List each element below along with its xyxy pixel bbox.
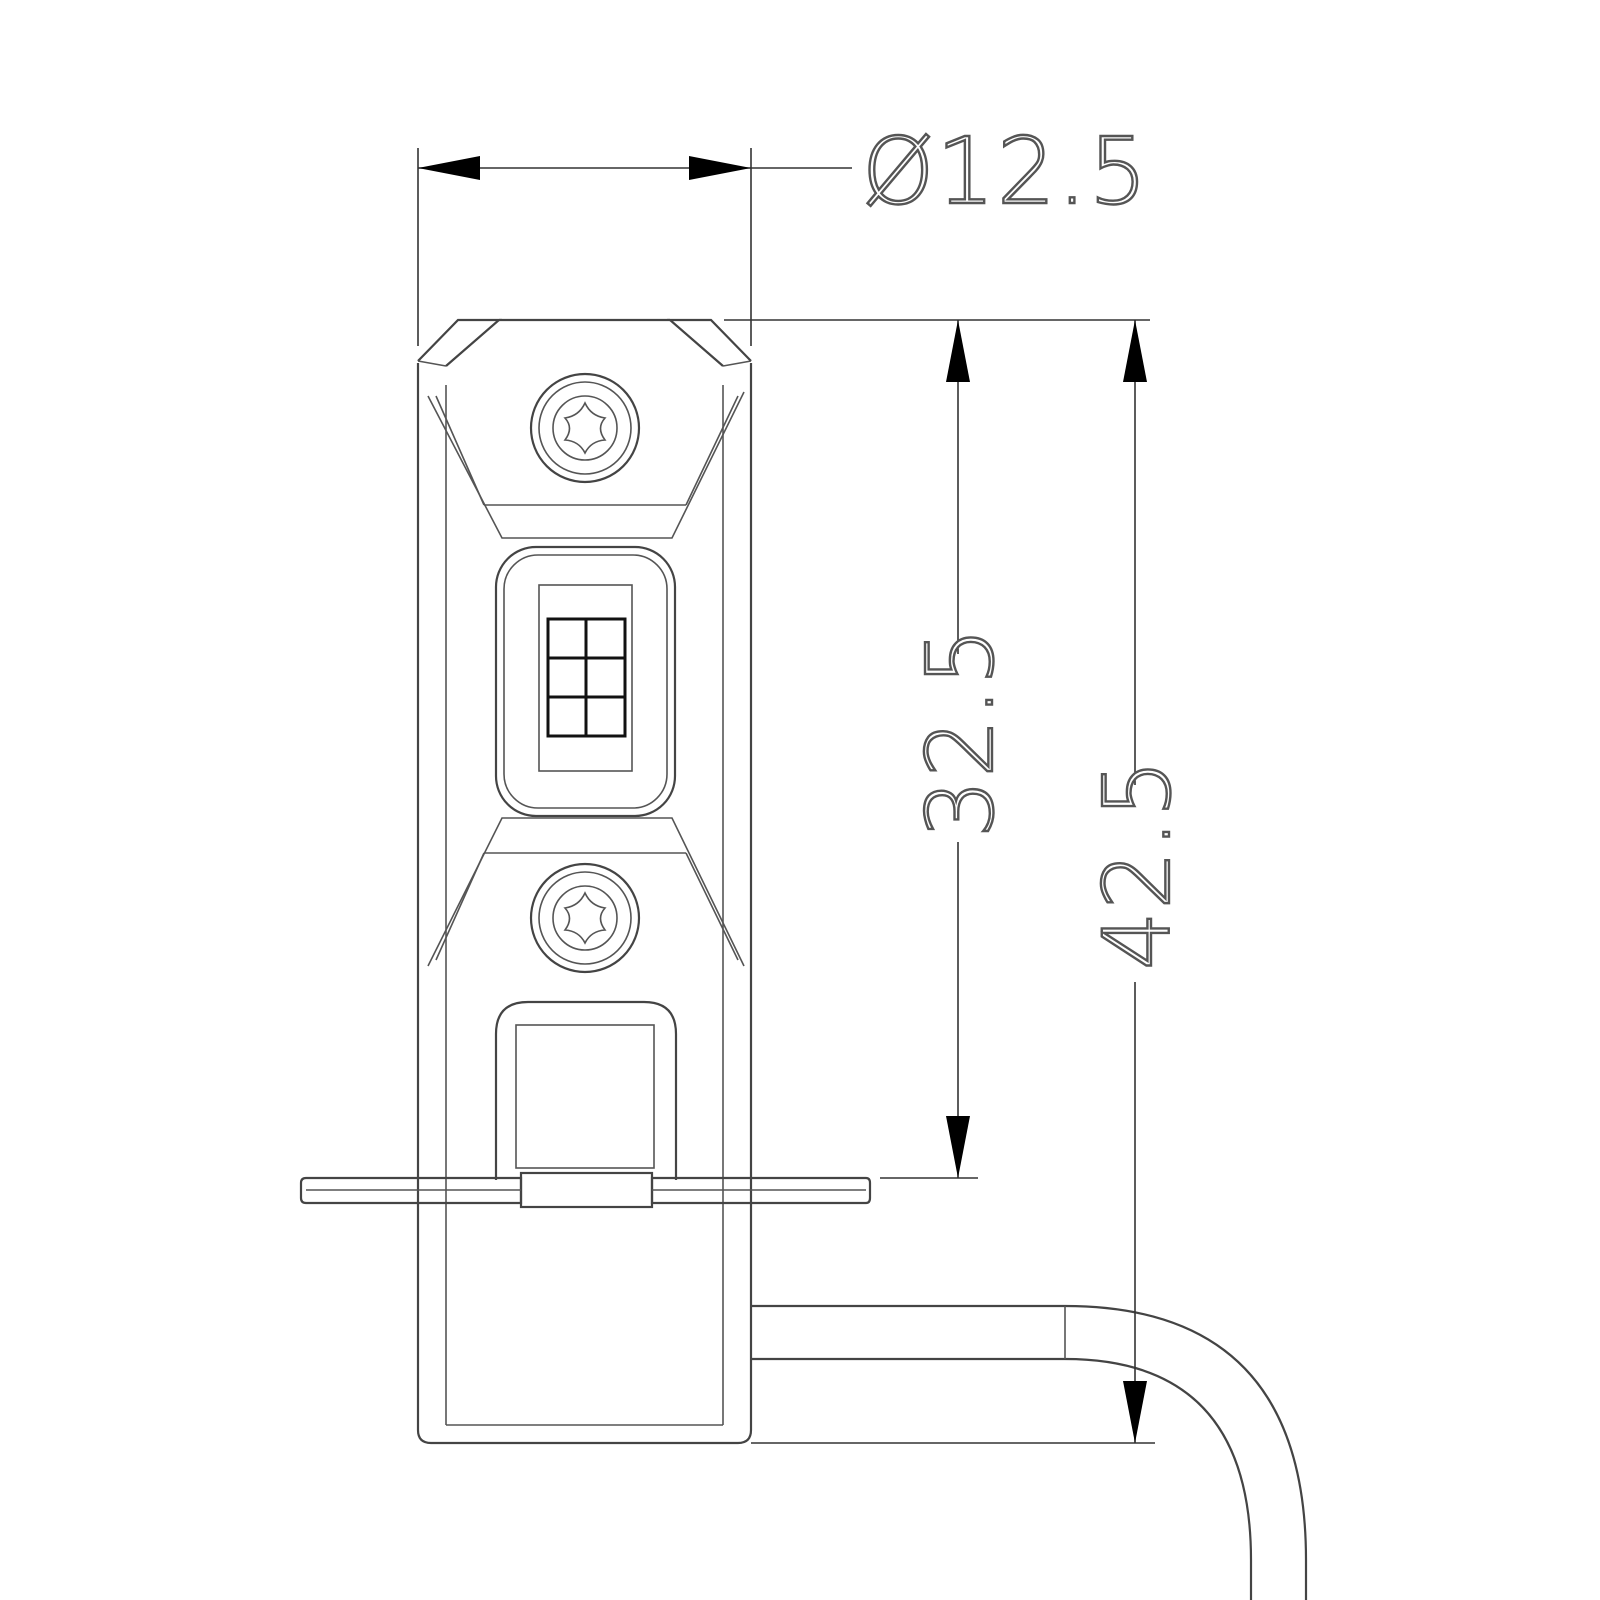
- lower-heatsink-wedge: [427, 817, 745, 967]
- inner-arrow-bottom: [946, 1116, 970, 1178]
- led-window: [494, 545, 677, 818]
- bulb-body: [416, 363, 753, 1445]
- upper-torx-screw: [529, 372, 641, 484]
- overall-length-dimension: 42.5: [751, 320, 1192, 1444]
- overall-length-label: 42.5: [1084, 757, 1191, 970]
- overall-arrow-top: [1123, 320, 1147, 382]
- diameter-label: Ø12.5: [862, 118, 1149, 225]
- power-cable: [751, 1304, 1308, 1600]
- diameter-arrow-left: [418, 156, 480, 180]
- top-cap: [417, 318, 752, 367]
- diameter-dimension: Ø12.5: [417, 117, 1149, 346]
- diameter-arrow-right: [689, 156, 751, 180]
- inner-length-dimension: 32.5: [724, 319, 1150, 1179]
- flange: [299, 1171, 872, 1209]
- overall-arrow-bottom: [1123, 1381, 1147, 1443]
- led-chip-array: [546, 617, 627, 738]
- lower-torx-screw: [529, 862, 641, 974]
- upper-heatsink-wedge: [427, 391, 745, 539]
- inner-length-label: 32.5: [907, 625, 1014, 838]
- inner-arrow-top: [946, 320, 970, 382]
- mounting-slot: [494, 1000, 678, 1180]
